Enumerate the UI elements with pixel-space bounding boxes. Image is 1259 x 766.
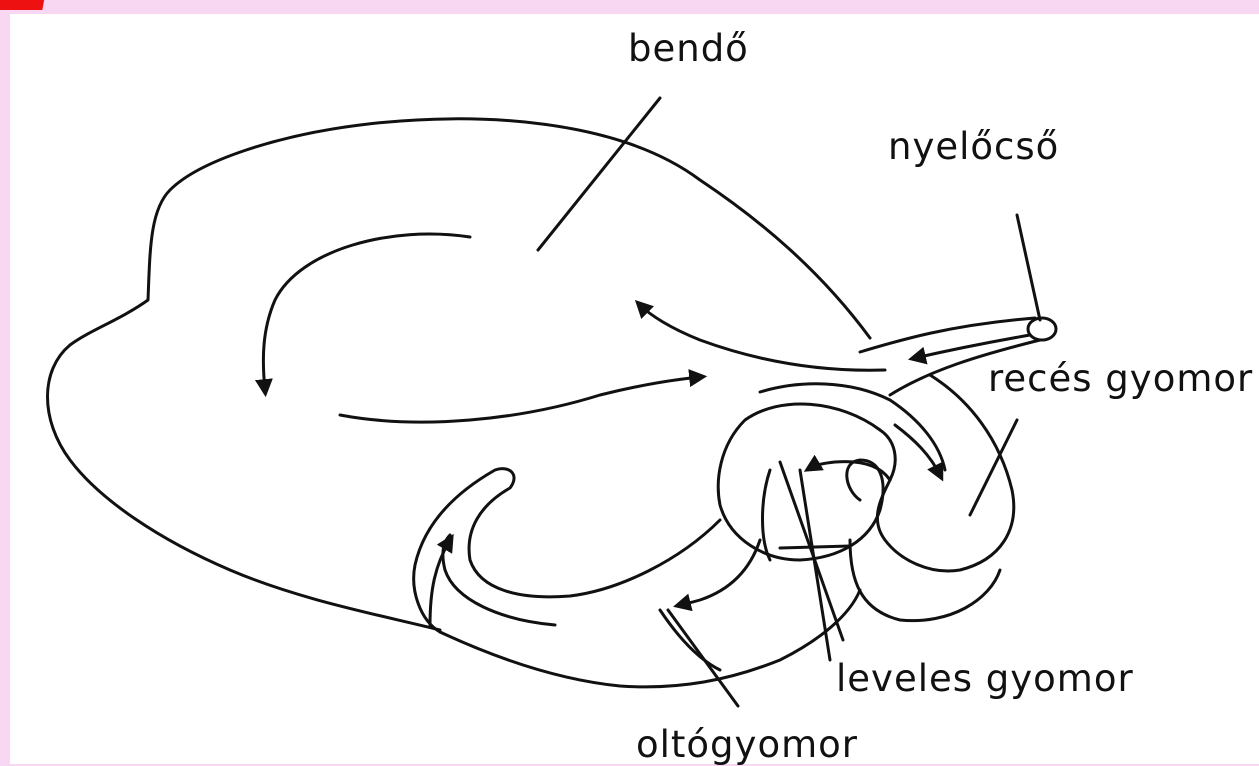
flow-arrow-left-curve (263, 234, 470, 390)
leader-rumen (538, 98, 660, 250)
flow-arrow-up-fold (430, 540, 450, 625)
esophagus-opening (1028, 318, 1056, 340)
leader-abomasum (668, 610, 738, 706)
label-rumen: bendő (628, 30, 749, 67)
flow-arrow-to-right (340, 377, 700, 422)
flow-arrow-to-abomasum (680, 540, 760, 605)
leader-esophagus (1017, 215, 1040, 320)
label-abomasum: oltógyomor (636, 726, 858, 763)
flow-arrow-up-left (640, 305, 885, 370)
rumen-outline (48, 119, 871, 630)
rumen-inner-fold (443, 535, 555, 625)
label-omasum: leveles gyomor (836, 660, 1134, 697)
abomasum-outline (850, 540, 1000, 621)
leader-reticulum (970, 420, 1017, 515)
label-esophagus: nyelőcső (888, 128, 1059, 165)
omasum-fold (780, 546, 850, 548)
label-reticulum: recés gyomor (988, 360, 1253, 397)
reticulum-inner (760, 384, 945, 470)
flow-arrow-reticulum-down (895, 425, 940, 475)
rumen-lower-fold (414, 469, 720, 632)
omasum-inner (763, 470, 771, 560)
abomasum-lower (440, 590, 860, 687)
leader-omasum-2 (800, 470, 830, 660)
